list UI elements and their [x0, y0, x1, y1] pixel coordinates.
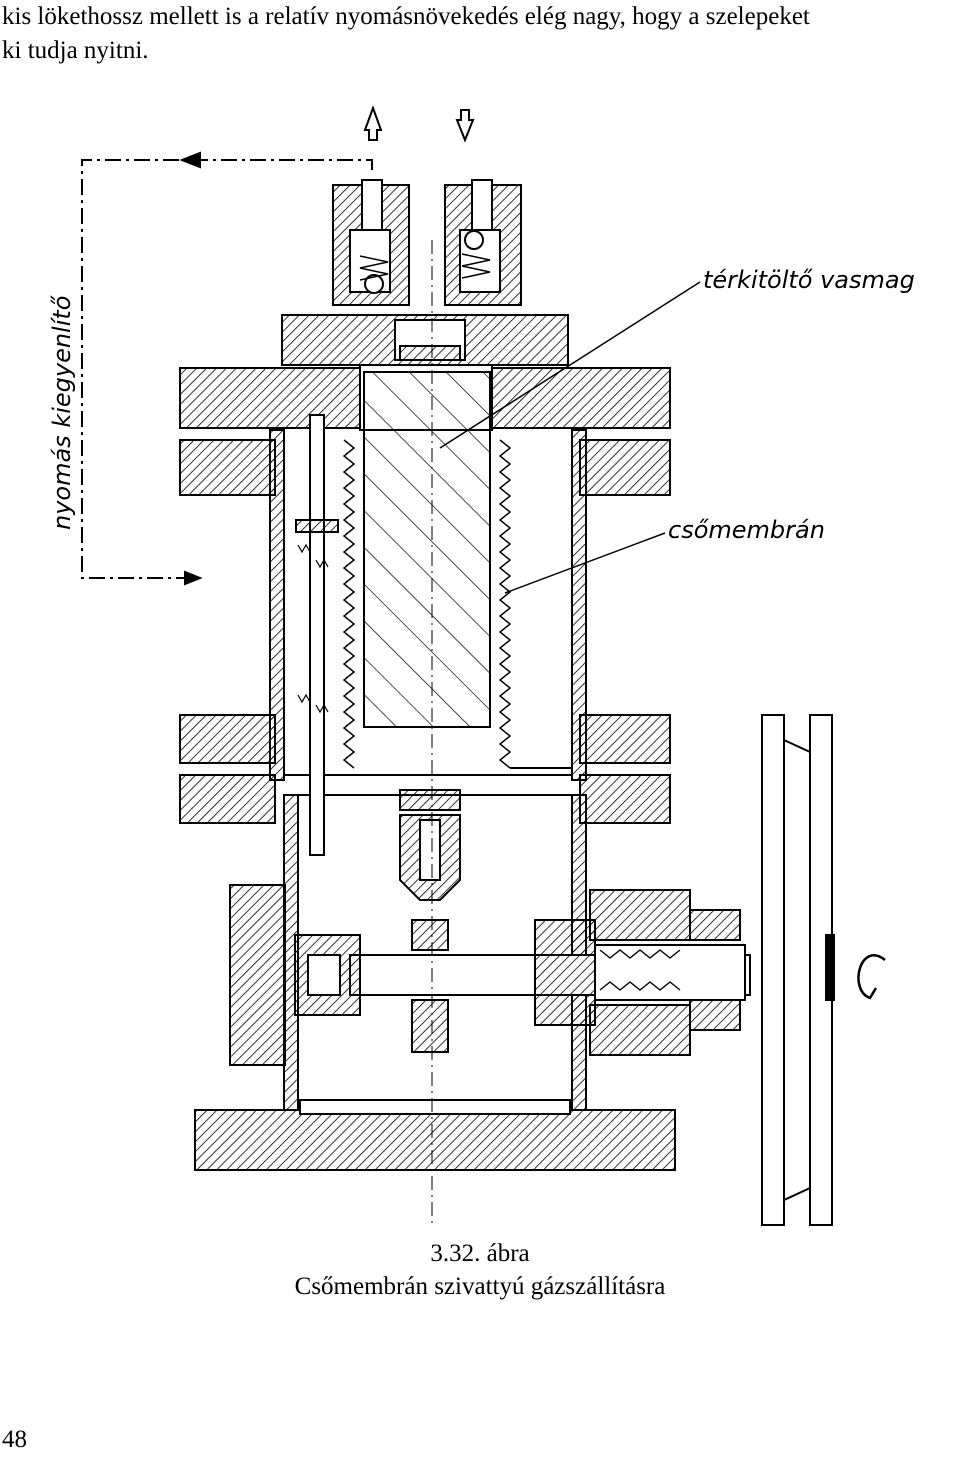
paragraph-line-1: kis lökethossz mellett is a relatív nyom… — [2, 3, 810, 30]
body-paragraph: kis lökethossz mellett is a relatív nyom… — [2, 0, 958, 68]
page-number: 48 — [2, 1426, 27, 1453]
label-tube-membrane: csőmembrán — [668, 516, 825, 544]
label-space-filler-core: térkitöltő vasmag — [703, 266, 915, 294]
figure-title: Csőmembrán szivattyú gázszállításra — [294, 1273, 666, 1300]
pump-technical-drawing: nyomás kiegyenlítő térkitöltő vasmag cső… — [0, 90, 960, 1230]
label-pressure-equalizer: nyomás kiegyenlítő — [48, 295, 76, 530]
paragraph-line-2: ki tudja nyitni. — [2, 37, 149, 64]
figure-number: 3.32. ábra — [430, 1240, 530, 1267]
